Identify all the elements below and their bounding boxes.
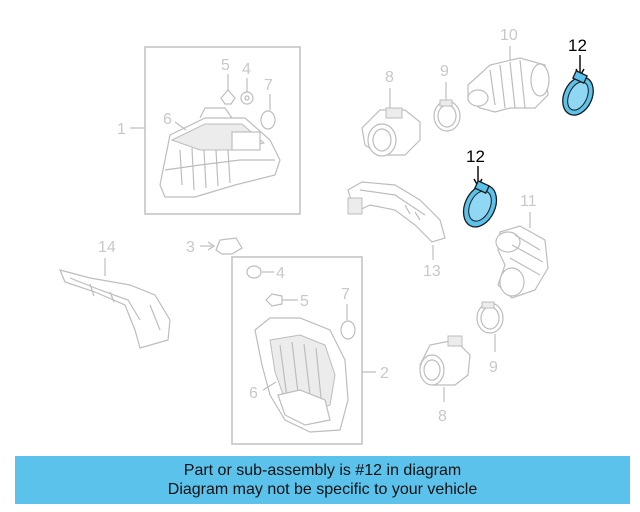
callout-6-lower: 6: [249, 385, 258, 402]
air-duct-14: 14: [58, 239, 171, 349]
callout-7-upper: 7: [264, 77, 273, 94]
callout-2: 2: [380, 365, 389, 382]
callout-7-lower: 7: [341, 286, 350, 303]
callout-12-middle: 12: [466, 147, 485, 166]
air-duct-13: 13: [347, 181, 446, 280]
callout-14: 14: [98, 239, 116, 256]
callout-5-upper: 5: [221, 57, 230, 74]
callout-4-lower: 4: [276, 265, 285, 282]
air-box-lower: [254, 317, 349, 433]
seal-part-7-lower: [340, 320, 356, 340]
intake-hose-11: 11: [495, 193, 549, 299]
intake-hose-10: 10: [467, 27, 550, 113]
callout-8-upper: 8: [385, 69, 394, 86]
upper-assembly-frame: [144, 46, 301, 215]
clip-part-5-lower: [265, 293, 283, 307]
clamp-12-highlight-middle: 12: [462, 147, 498, 228]
info-banner: Part or sub-assembly is #12 in diagram D…: [15, 456, 630, 504]
callout-8-lower: 8: [438, 408, 447, 425]
clamp-9-upper: 9: [433, 63, 461, 132]
callout-9-lower: 9: [489, 359, 498, 376]
mass-airflow-sensor-lower: 8: [419, 335, 471, 425]
callout-12-top: 12: [568, 36, 587, 55]
callout-4-upper: 4: [242, 61, 251, 78]
air-box-upper: [159, 107, 281, 198]
clamp-9-lower: 9: [476, 301, 504, 376]
callout-5-lower: 5: [300, 293, 309, 310]
callout-9-upper: 9: [440, 63, 449, 80]
banner-line-2: Diagram may not be specific to your vehi…: [167, 481, 478, 498]
callout-11: 11: [520, 193, 537, 210]
lower-assembly-group: 2 6 4 5 7: [231, 256, 389, 445]
upper-assembly-group: 1 6 5 4 7: [117, 46, 301, 215]
mass-airflow-sensor-upper: 8: [361, 69, 421, 157]
grommet-3: 3: [186, 237, 243, 256]
callout-10: 10: [500, 27, 518, 44]
callout-3: 3: [186, 239, 195, 256]
lower-assembly-frame: [231, 256, 363, 445]
callout-6-upper: 6: [163, 111, 172, 128]
grommet-part-4-upper: [240, 91, 254, 105]
clamp-12-highlight-top: 12: [562, 36, 594, 116]
seal-part-7-upper: [260, 110, 276, 130]
callout-1: 1: [117, 121, 126, 138]
callout-13: 13: [423, 263, 441, 280]
parts-diagram: 1 6 5 4 7 8 9: [58, 27, 594, 445]
banner-line-1: Part or sub-assembly is #12 in diagram: [183, 462, 462, 479]
clip-part-5-upper: [220, 89, 236, 105]
grommet-part-4-lower: [246, 265, 262, 279]
